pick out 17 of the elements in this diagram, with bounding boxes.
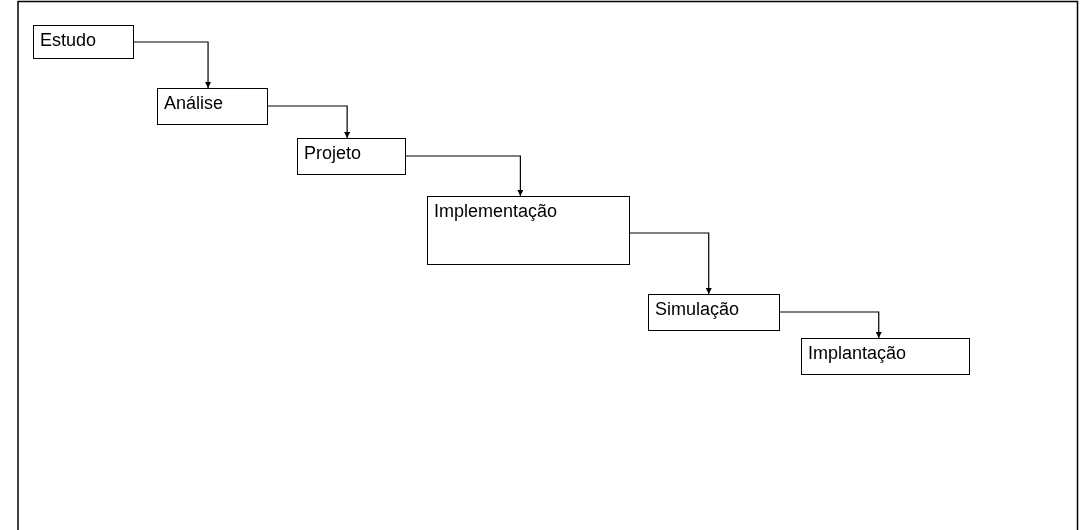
arrow [267, 105, 351, 139]
process-box [427, 196, 630, 265]
process-box [297, 138, 406, 175]
box-label: Projeto [304, 143, 362, 163]
arrow [405, 155, 524, 197]
box-label: Estudo [40, 30, 97, 50]
process-box [801, 338, 970, 375]
process-box [648, 294, 780, 331]
arrow [779, 311, 882, 339]
box-label: Simulação [655, 299, 740, 319]
box-label: Implantação [808, 343, 907, 363]
process-box [33, 25, 134, 59]
box-label: Implementação [434, 201, 558, 221]
box-label: Análise [164, 93, 224, 113]
arrow [629, 232, 712, 295]
process-box [157, 88, 268, 125]
arrow [133, 41, 212, 89]
